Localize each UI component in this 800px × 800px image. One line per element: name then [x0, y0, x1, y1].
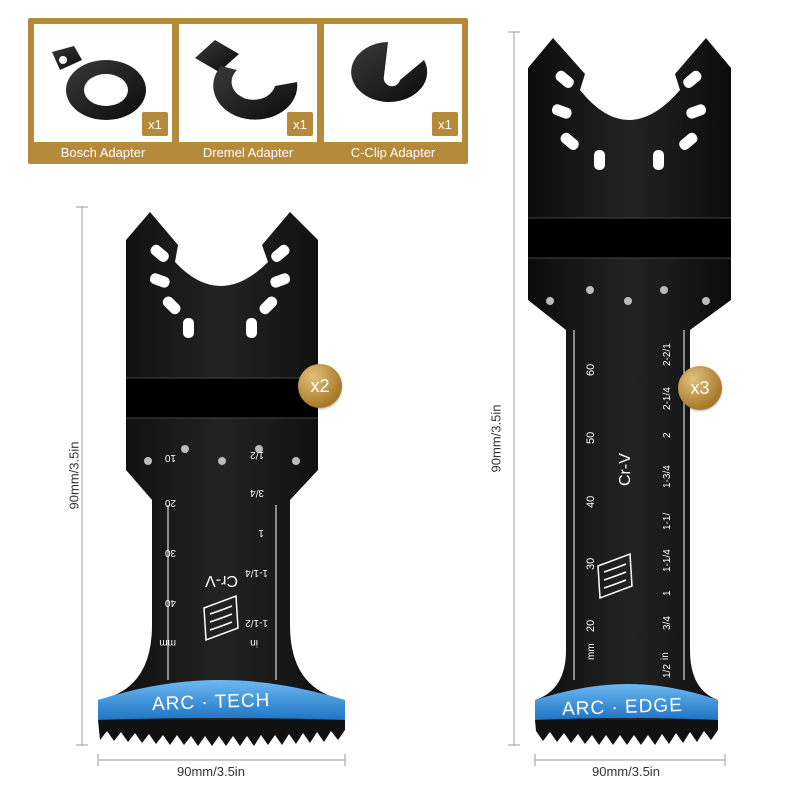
dremel-adapter-card: x1 — [179, 24, 317, 142]
right-blade-teeth — [535, 720, 718, 745]
right-in-tick-8: 1/2 — [662, 664, 673, 678]
adapter-panel: x1 Bosch Adapter x1 Dremel Adapter x1 C-… — [28, 18, 468, 164]
right-blade-scale-text: mm 60 50 40 30 20 in 2-2/1 2-1/4 2 1-3/4… — [585, 343, 673, 678]
right-in-tick-4: 1-1/ — [662, 513, 673, 530]
right-mm-tick-0: 60 — [585, 364, 597, 376]
left-blade-teeth — [98, 720, 345, 746]
left-blade-wood-icon — [203, 594, 239, 642]
right-mm-unit: mm — [586, 643, 597, 660]
cclip-adapter-card: x1 — [324, 24, 462, 142]
left-in-tick-1: 1-1/4 — [245, 567, 268, 578]
cclip-adapter-image — [351, 42, 428, 102]
left-material-label: Cr-V — [205, 572, 238, 589]
left-in-tick-0: 1-1/2 — [245, 617, 268, 628]
right-mm-tick-1: 50 — [585, 432, 597, 444]
right-blade-brand: ARC · EDGE — [561, 694, 684, 721]
left-blade-body — [98, 212, 345, 720]
left-blade-qty-badge: x2 — [298, 364, 342, 408]
left-blade-stripe — [126, 378, 318, 418]
left-blade-height-label: 90mm/3.5in — [66, 441, 82, 510]
right-blade-brand-band — [535, 684, 718, 720]
right-in-unit: in — [660, 652, 671, 660]
left-blade-scale — [167, 505, 277, 680]
right-mm-tick-4: 20 — [585, 620, 597, 632]
right-blade-rivets — [546, 286, 710, 305]
left-in-unit: in — [250, 637, 258, 648]
right-in-tick-1: 2-1/4 — [662, 387, 673, 410]
left-in-tick-2: 1 — [258, 527, 264, 538]
bosch-qty: x1 — [142, 112, 168, 136]
right-in-tick-0: 2-2/1 — [662, 343, 673, 366]
left-blade-mount-slots — [149, 244, 291, 338]
right-blade-mount-slots — [551, 70, 707, 170]
bosch-adapter-image — [52, 46, 146, 120]
left-blade-dim-lines — [76, 206, 346, 766]
right-blade-qty-badge: x3 — [678, 366, 722, 410]
left-blade-brand: ARC · TECH — [151, 689, 271, 716]
dremel-adapter-image — [195, 40, 298, 120]
left-blade-scale-text: mm in 40 30 20 10 1-1/2 1-1/4 1 3/4 1/2 … — [159, 449, 268, 648]
right-in-tick-2: 2 — [662, 432, 673, 438]
right-blade-dim-lines — [508, 31, 726, 766]
right-blade-body — [528, 38, 731, 720]
cclip-adapter-label: C-Clip Adapter — [350, 145, 436, 160]
right-in-tick-3: 1-3/4 — [662, 465, 673, 488]
left-blade-width-label: 90mm/3.5in — [177, 764, 245, 779]
bosch-adapter-card: x1 — [34, 24, 172, 142]
right-blade-wood-icon — [597, 552, 633, 600]
left-mm-tick-0: 40 — [164, 597, 176, 608]
right-mm-tick-3: 30 — [585, 558, 597, 570]
right-blade-height-label: 90mm/3.5in — [488, 404, 504, 473]
cclip-qty: x1 — [432, 112, 458, 136]
left-mm-tick-3: 10 — [164, 452, 176, 463]
left-blade-brand-band — [98, 680, 345, 720]
dremel-qty: x1 — [287, 112, 313, 136]
right-in-tick-6: 1 — [662, 590, 673, 596]
left-in-tick-4: 1/2 — [250, 449, 264, 460]
right-material-label: Cr-V — [617, 453, 634, 486]
bosch-adapter-label: Bosch Adapter — [60, 145, 146, 160]
left-mm-tick-1: 30 — [164, 547, 176, 558]
dremel-adapter-label: Dremel Adapter — [202, 145, 294, 160]
right-mm-tick-2: 40 — [585, 496, 597, 508]
left-mm-tick-2: 20 — [164, 497, 176, 508]
left-blade-rivets — [144, 445, 300, 465]
right-blade-stripe — [528, 218, 731, 258]
left-mm-unit: mm — [159, 637, 176, 648]
right-in-tick-5: 1-1/4 — [662, 549, 673, 572]
right-in-tick-7: 3/4 — [662, 616, 673, 630]
left-in-tick-3: 3/4 — [250, 487, 264, 498]
right-blade-width-label: 90mm/3.5in — [592, 764, 660, 779]
